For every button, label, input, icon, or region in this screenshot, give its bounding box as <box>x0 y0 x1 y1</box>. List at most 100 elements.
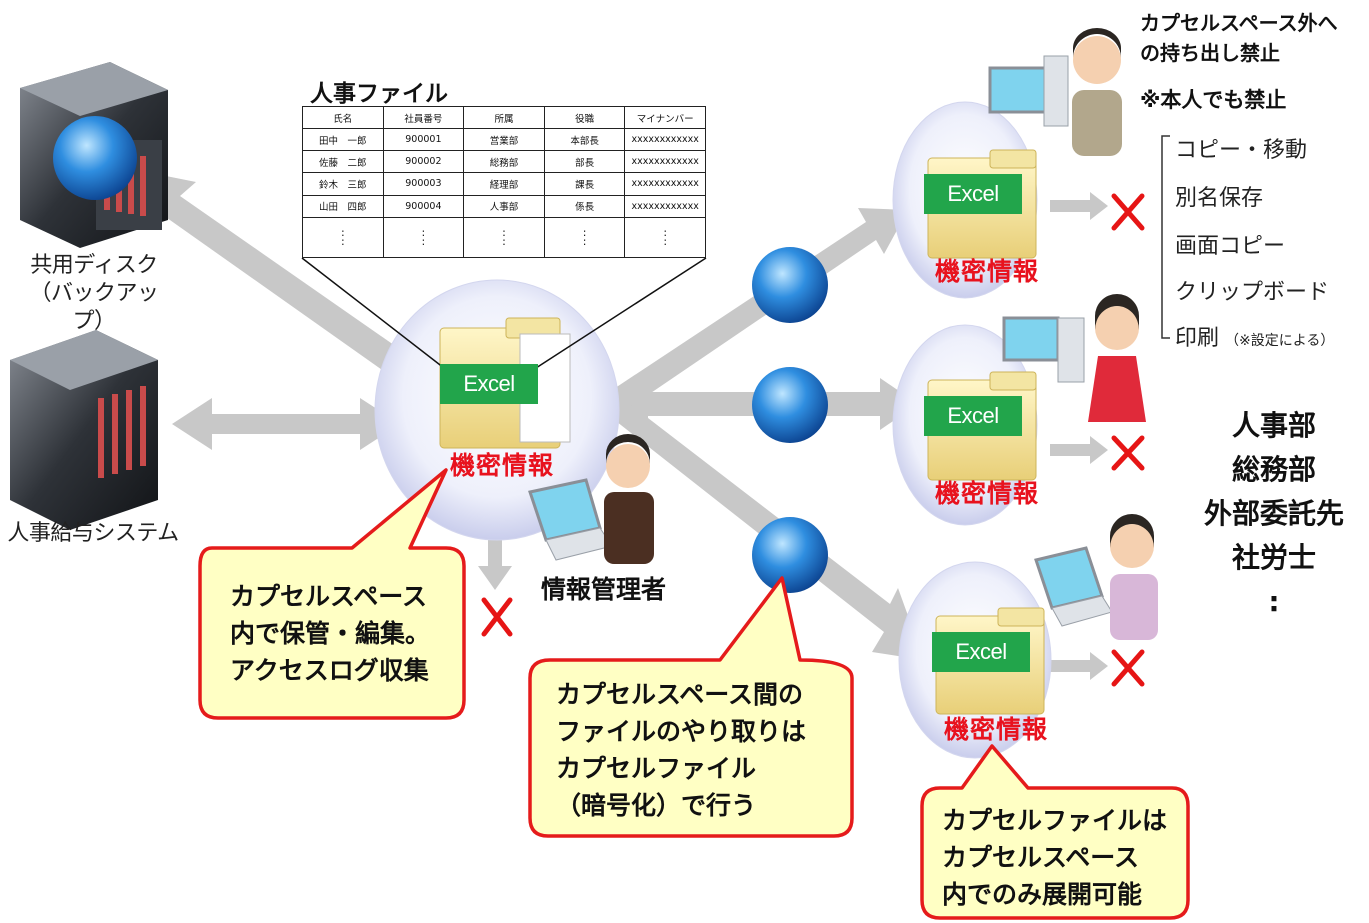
ellipsis: : <box>421 226 426 240</box>
ellipsis: : <box>340 235 345 249</box>
table-cell: 田中 一郎 <box>302 128 384 152</box>
table-ellipsis-cell: :: <box>302 216 384 259</box>
prohibited-cross-icon <box>1111 649 1145 687</box>
prohibited-cross-icon <box>481 597 513 637</box>
restriction-item: クリップボード <box>1175 280 1330 305</box>
arrows <box>136 170 1108 680</box>
table-cell: 900004 <box>382 194 465 218</box>
callout-expand-line: カプセルスペース <box>942 843 1140 872</box>
table-cell: xxxxxxxxxxxx <box>624 128 706 152</box>
restriction-title-line: カプセルスペース外へ <box>1140 11 1338 35</box>
table-ellipsis-cell: :: <box>463 216 545 259</box>
callout-storage-line: カプセルスペース <box>230 582 428 611</box>
laptop-icon-client-3 <box>1034 546 1113 627</box>
table-row: 佐藤 二郎 900002 総務部 部長 xxxxxxxxxxxx <box>302 150 706 174</box>
table-ellipsis-cell: :: <box>543 216 626 259</box>
department-item: : <box>1268 585 1280 618</box>
restriction-bracket <box>1161 135 1170 339</box>
pc-icon-client-1 <box>988 55 1069 127</box>
table-cell: 部長 <box>543 150 626 174</box>
shared-disk-label-line-2: （バックアップ） <box>29 281 159 334</box>
pc-icon-admin <box>528 478 613 561</box>
callout-expand-shape <box>920 744 1190 920</box>
callout-storage: カプセルスペース 内で保管・編集。 アクセスログ収集 <box>230 578 430 689</box>
table-cell: xxxxxxxxxxxx <box>624 172 706 196</box>
network-globe-icon <box>752 517 828 593</box>
ellipsis: : <box>582 226 587 240</box>
table-cell: 人事部 <box>463 194 545 218</box>
callout-transfer-line: カプセルファイル <box>556 754 757 783</box>
user-icon-admin <box>604 434 654 564</box>
client-1-excel-tag: Excel <box>924 174 1022 214</box>
table-connector-right <box>535 257 707 369</box>
callout-transfer-line: ファイルのやり取りは <box>556 717 807 746</box>
callout-storage-line: アクセスログ収集 <box>230 656 429 685</box>
table-row: 山田 四郎 900004 人事部 係長 xxxxxxxxxxxx <box>302 194 706 218</box>
ellipsis: : <box>340 226 345 240</box>
client-3-excel-tag: Excel <box>932 632 1030 672</box>
table-cell: 900001 <box>382 128 465 152</box>
restriction-item: コピー・移動 <box>1175 138 1308 163</box>
hr-file-table: 氏名 社員番号 所属 役職 マイナンバー 田中 一郎 900001 営業部 本部… <box>302 105 706 259</box>
shared-disk-label: 共用ディスク （バックアップ） <box>24 252 164 336</box>
callout-transfer-line: カプセルスペース間の <box>556 680 804 709</box>
table-row: 鈴木 三郎 900003 経理部 課長 xxxxxxxxxxxx <box>302 172 706 196</box>
ellipsis: : <box>582 235 587 249</box>
callout-expand: カプセルファイルは カプセルスペース 内でのみ展開可能 <box>942 802 1167 913</box>
client-1-confidential-label: 機密情報 <box>935 257 1040 286</box>
ellipsis: : <box>663 226 668 240</box>
column-header: 社員番号 <box>382 105 465 130</box>
shared-disk-label-line-1: 共用ディスク <box>30 253 158 278</box>
restriction-item-print: 印刷（※設定による） <box>1175 320 1334 352</box>
ellipsis: : <box>502 226 506 240</box>
network-globe-icon <box>752 247 828 323</box>
column-header: 所属 <box>463 105 545 130</box>
restriction-item: 画面コピー <box>1175 234 1286 259</box>
table-cell: 営業部 <box>463 128 545 152</box>
table-ellipsis-cell: :: <box>624 216 706 259</box>
table-cell: 経理部 <box>463 172 545 196</box>
callout-transfer: カプセルスペース間の ファイルのやり取りは カプセルファイル （暗号化）で行う <box>556 676 806 824</box>
table-ellipsis-cell: :: <box>382 216 465 259</box>
restriction-title-line: の持ち出し禁止 <box>1140 41 1280 65</box>
department-item: 外部委託先 <box>1203 497 1344 530</box>
prohibited-cross-icon <box>1111 193 1145 231</box>
column-header: マイナンバー <box>624 105 706 130</box>
admin-label: 情報管理者 <box>541 575 667 604</box>
table-cell: 本部長 <box>543 128 626 152</box>
column-header: 役職 <box>543 105 626 130</box>
client-2-confidential-label: 機密情報 <box>935 479 1040 508</box>
center-confidential-label: 機密情報 <box>450 451 555 480</box>
department-list: 人事部 総務部 外部委託先 社労士 : <box>1182 404 1366 624</box>
table-cell: xxxxxxxxxxxx <box>624 194 706 218</box>
callout-transfer-line: （暗号化）で行う <box>556 791 757 820</box>
arrow-client-1 <box>600 208 908 418</box>
table-row: 田中 一郎 900001 営業部 本部長 xxxxxxxxxxxx <box>302 128 706 152</box>
prohibited-cross-icon <box>1111 435 1145 471</box>
print-setting-note: （※設定による） <box>1225 333 1335 349</box>
callout-shapes <box>198 468 1190 920</box>
ellipsis: : <box>502 235 506 249</box>
department-item: 人事部 <box>1231 409 1316 442</box>
table-cell: 課長 <box>543 172 626 196</box>
arrow-hr-system <box>172 398 400 450</box>
client-3-confidential-label: 機密情報 <box>944 715 1049 744</box>
table-header-row: 氏名 社員番号 所属 役職 マイナンバー <box>302 105 706 130</box>
callout-expand-line: カプセルファイルは <box>942 806 1168 835</box>
arrow-x-3 <box>1050 652 1108 680</box>
hr-file-title: 人事ファイル <box>310 81 448 107</box>
user-icon-client-1 <box>1072 28 1122 156</box>
arrow-x-1 <box>1050 192 1108 220</box>
table-cell: 係長 <box>543 194 626 218</box>
table-ellipsis-row: :: :: :: :: :: <box>302 216 706 259</box>
ellipsis: : <box>421 235 426 249</box>
arrow-backup <box>136 170 446 408</box>
user-icon-client-2 <box>1088 294 1146 422</box>
column-header: 氏名 <box>302 105 384 130</box>
arrow-x-2 <box>1050 436 1108 464</box>
table-cell: 佐藤 二郎 <box>302 150 384 174</box>
table-cell: 900002 <box>382 150 465 174</box>
table-cell: 900003 <box>382 172 465 196</box>
cross-icons <box>481 193 1145 687</box>
ellipsis: : <box>663 235 668 249</box>
